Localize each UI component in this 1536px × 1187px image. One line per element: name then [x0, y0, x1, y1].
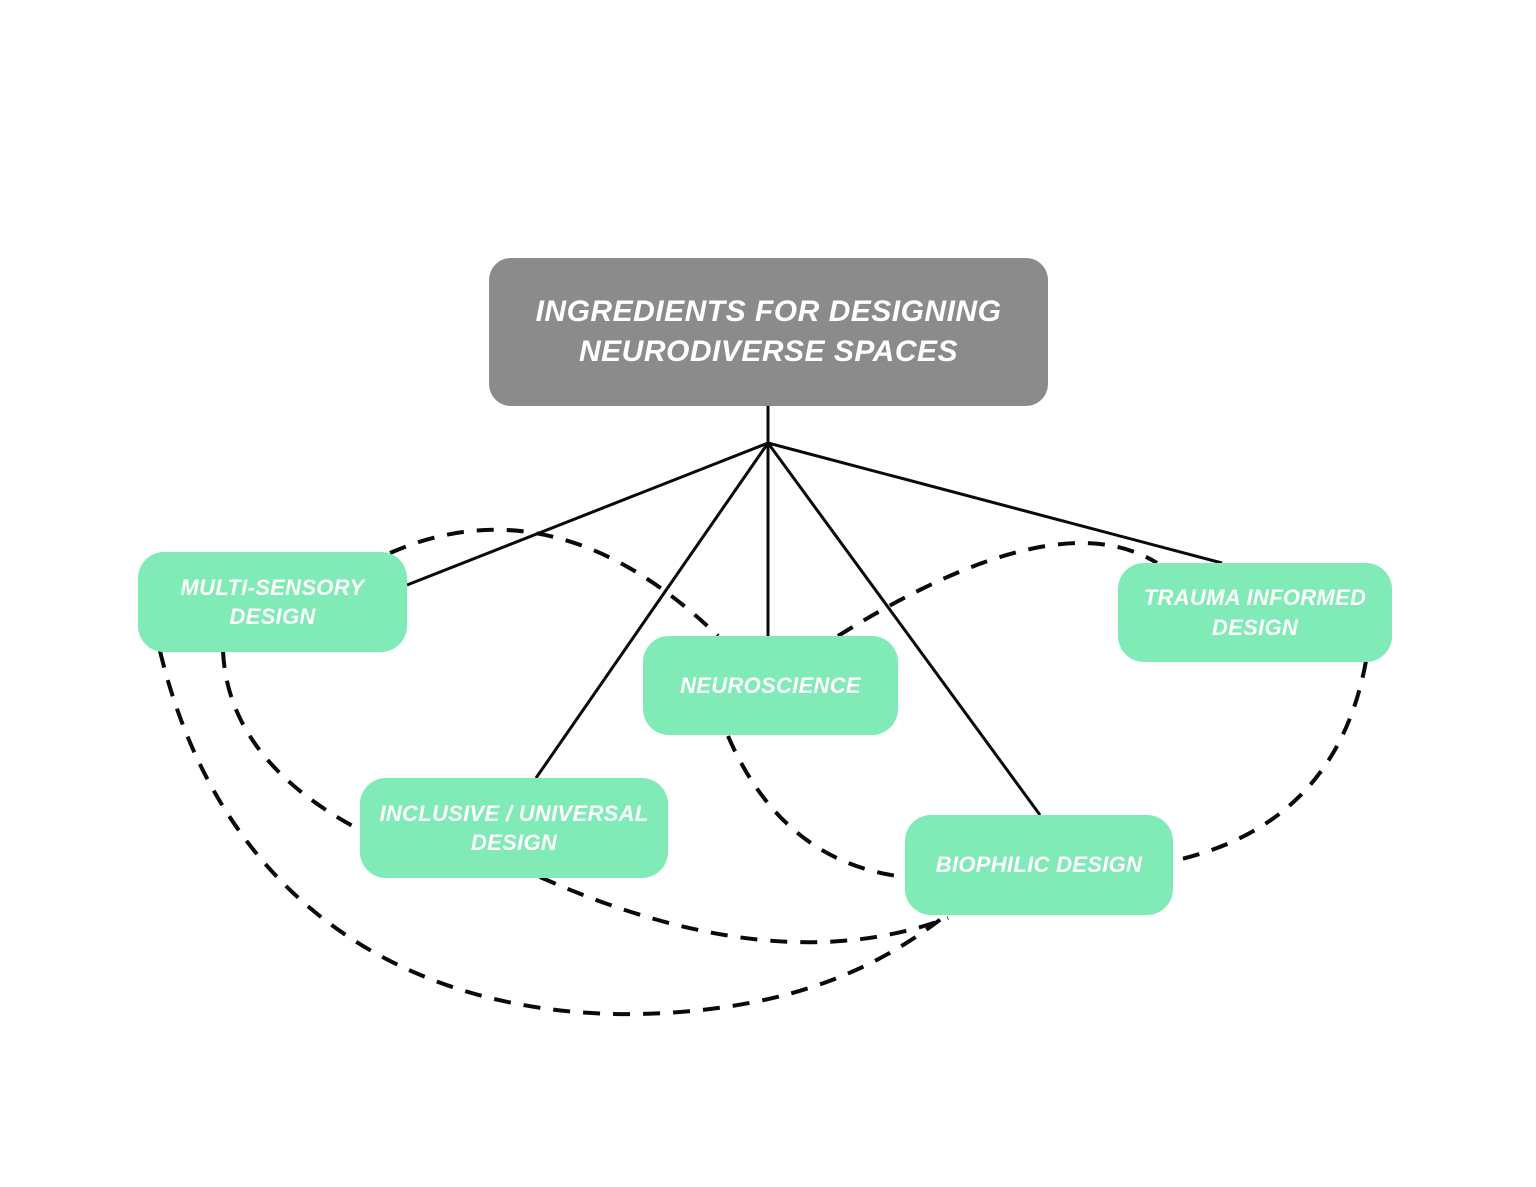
- node-neuroscience: NEUROSCIENCE: [643, 636, 898, 735]
- solid-edge-title-multi-sensory: [406, 441, 769, 587]
- node-multi-sensory-design: MULTI-SENSORY DESIGN: [138, 552, 407, 652]
- solid-edge-title-inclusive-universal: [534, 442, 770, 779]
- dashed-edge-multi-sensory-biophilic: [158, 650, 947, 1017]
- solid-edge-title-biophilic: [766, 442, 1042, 816]
- node-trauma-informed-design-label: TRAUMA INFORMED DESIGN: [1143, 585, 1367, 640]
- title-box: INGREDIENTS FOR DESIGNING NEURODIVERSE S…: [489, 258, 1048, 406]
- node-inclusive-universal-design-label: INCLUSIVE / UNIVERSAL DESIGN: [379, 800, 649, 855]
- dashed-edge-inclusive-biophilic: [539, 875, 949, 945]
- dashed-edge-neuroscience-biophilic: [726, 735, 906, 879]
- title-label: INGREDIENTS FOR DESIGNING NEURODIVERSE S…: [535, 294, 1002, 369]
- solid-edge-title-trauma-informed: [767, 441, 1223, 565]
- node-biophilic-design: BIOPHILIC DESIGN: [905, 815, 1173, 915]
- node-multi-sensory-design-label: MULTI-SENSORY DESIGN: [180, 574, 365, 629]
- node-inclusive-universal-design: INCLUSIVE / UNIVERSAL DESIGN: [360, 778, 668, 878]
- dashed-edge-multi-sensory-neuroscience: [389, 527, 720, 638]
- dashed-edge-trauma-biophilic: [1172, 660, 1368, 863]
- dashed-edge-multi-sensory-inclusive: [221, 650, 361, 832]
- node-neuroscience-label: NEUROSCIENCE: [680, 672, 861, 698]
- node-trauma-informed-design: TRAUMA INFORMED DESIGN: [1118, 563, 1392, 662]
- dashed-edge-neuroscience-trauma: [836, 541, 1159, 638]
- node-biophilic-design-label: BIOPHILIC DESIGN: [935, 852, 1143, 878]
